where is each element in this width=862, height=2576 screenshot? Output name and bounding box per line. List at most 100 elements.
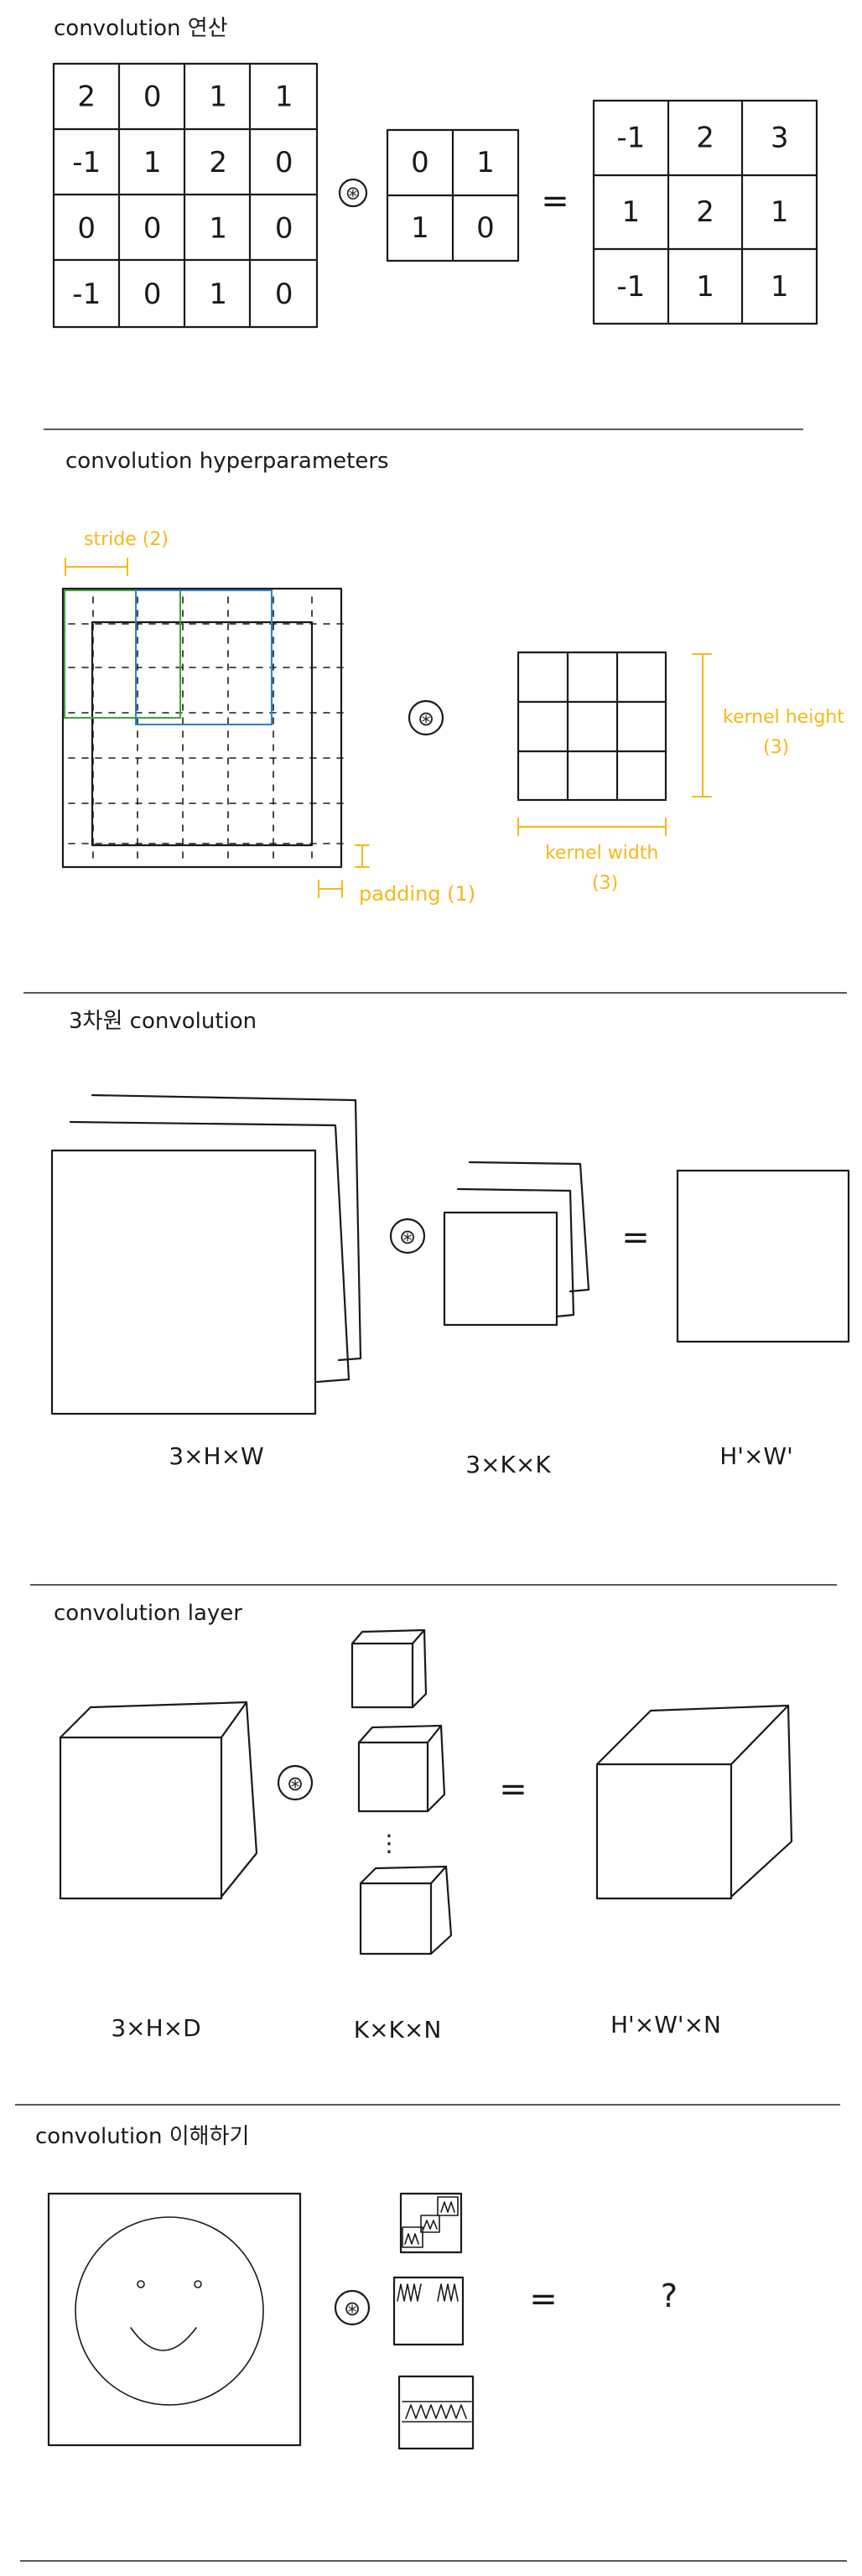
input-cell: 0: [275, 146, 293, 179]
input-sheet-middle: [69, 1120, 351, 1384]
kernel-cube-n: [359, 1865, 453, 1955]
filter-diagonal-pattern: [399, 2192, 463, 2254]
kernel-cell: 0: [411, 146, 429, 179]
convolution-operator: ⊛: [277, 1764, 314, 1801]
equals-sign: =: [541, 182, 569, 221]
input-cell: 0: [275, 211, 293, 245]
output-feature-map: [676, 1169, 850, 1343]
output-cell: 1: [696, 270, 714, 304]
kernel-3x3-border: [517, 651, 667, 802]
right-eye: [194, 2280, 202, 2288]
input-cube: [59, 1701, 258, 1900]
convolution-symbol: ⊛: [418, 707, 434, 730]
kernel-height-annotation: kernel height (3): [692, 653, 844, 797]
left-eye: [137, 2280, 145, 2288]
input-volume-caption: 3×H×W: [169, 1442, 263, 1470]
kernel-volume: [443, 1161, 590, 1327]
input-cell: 1: [209, 80, 227, 113]
convolution-symbol: ⊛: [345, 184, 361, 205]
kernel-height-label: kernel height: [723, 707, 844, 728]
output-cell: 1: [622, 195, 641, 229]
output-cell: -1: [616, 270, 645, 304]
output-cell: -1: [616, 121, 645, 154]
output-cell: 3: [771, 121, 789, 154]
section-title: convolution hyperparameters: [65, 449, 389, 474]
kernel-width-annotation: kernel width (3): [517, 818, 667, 894]
input-cell: 1: [143, 146, 162, 179]
kernel-cube-2: [357, 1724, 446, 1813]
input-cell: 0: [143, 278, 162, 311]
input-cell: 0: [143, 80, 162, 113]
unknown-result-mark: ?: [661, 2277, 678, 2314]
convolution-symbol: ⊛: [344, 2297, 361, 2320]
stride-label: stride (2): [84, 529, 169, 550]
image-border: [47, 2192, 302, 2447]
padding-label: padding (1): [359, 882, 475, 906]
input-cell: -1: [72, 146, 101, 179]
equals-sign: =: [529, 2280, 558, 2319]
padded-input-grid: [61, 587, 346, 869]
original-input-border: [91, 621, 314, 847]
output-cell: 1: [771, 270, 789, 304]
equals-sign: =: [499, 1770, 527, 1809]
input-cell: 1: [275, 80, 293, 113]
input-volume: [50, 1093, 362, 1415]
input-cell: -1: [72, 278, 101, 311]
input-sheet-back: [91, 1093, 362, 1362]
input-cell: 2: [77, 80, 96, 113]
output-matrix: -1 2 3 1 2 1 -1 1 1: [592, 99, 818, 325]
section-title: convolution 이해하기: [35, 2124, 249, 2149]
output-cube-top: [595, 1704, 790, 1766]
kernel-cell: 0: [476, 211, 495, 245]
equals-sign: =: [621, 1218, 650, 1257]
output-matrix-border: [592, 99, 818, 325]
output-cube-side: [730, 1704, 793, 1898]
output-cube-caption: H'×W'×N: [610, 2011, 721, 2038]
input-cell: 2: [209, 146, 227, 179]
section-title: 3차원 convolution: [69, 1009, 257, 1034]
padded-outer-border: [61, 587, 343, 869]
output-cell: 2: [696, 195, 714, 229]
kernel-width-value: (3): [592, 873, 618, 894]
kernel-grid-3x3: [517, 651, 667, 802]
padding-annotation: padding (1): [318, 844, 475, 906]
kernel-cubes-caption: K×K×N: [354, 2016, 442, 2044]
input-cell: 1: [209, 211, 227, 245]
stride-window-2: [135, 589, 273, 725]
kernel-ellipsis: ⋮: [377, 1830, 401, 1857]
input-sheet-front: [50, 1149, 317, 1415]
section-convolution-layer: convolution layer ⊛ ⋮ =: [54, 1601, 793, 2044]
stride-annotation: stride (2): [65, 529, 169, 576]
input-cube-caption: 3×H×D: [111, 2014, 200, 2042]
convolution-symbol: ⊛: [287, 1772, 304, 1795]
section-hyperparameters: convolution hyperparameters stride (2): [61, 449, 844, 906]
input-cell: 0: [143, 211, 162, 245]
smiley-input-image: [47, 2192, 302, 2447]
kernel-cell: 1: [411, 211, 429, 245]
section-3d-convolution: 3차원 convolution ⊛ = 3×H×W 3×K×K H'×W': [50, 1009, 850, 1478]
kernel-sheet-back: [468, 1161, 590, 1293]
output-cube: [595, 1704, 793, 1900]
convolution-operator: ⊛: [334, 2289, 371, 2326]
kernel-sheet-front: [443, 1211, 558, 1327]
convolution-operator: ⊛: [338, 178, 368, 208]
stride-window-1: [64, 589, 181, 719]
section-understanding-convolution: convolution 이해하기 ⊛: [35, 2124, 678, 2450]
output-cell: 2: [696, 121, 714, 154]
kernel-cube-1: [351, 1628, 428, 1709]
section-title: convolution layer: [54, 1601, 242, 1626]
kernel-volume-caption: 3×K×K: [465, 1451, 551, 1478]
kernel-width-label: kernel width: [545, 843, 658, 864]
filter-vertical-edges: [392, 2276, 465, 2346]
input-cube-top: [59, 1701, 248, 1739]
input-cube-front: [59, 1736, 223, 1900]
input-cell: 0: [275, 278, 293, 311]
section-title: convolution 연산: [54, 16, 228, 41]
output-cell: 1: [771, 195, 789, 229]
kernel-sheet-middle: [456, 1187, 575, 1318]
face-circle: [75, 2216, 264, 2406]
input-cell: 1: [209, 278, 227, 311]
